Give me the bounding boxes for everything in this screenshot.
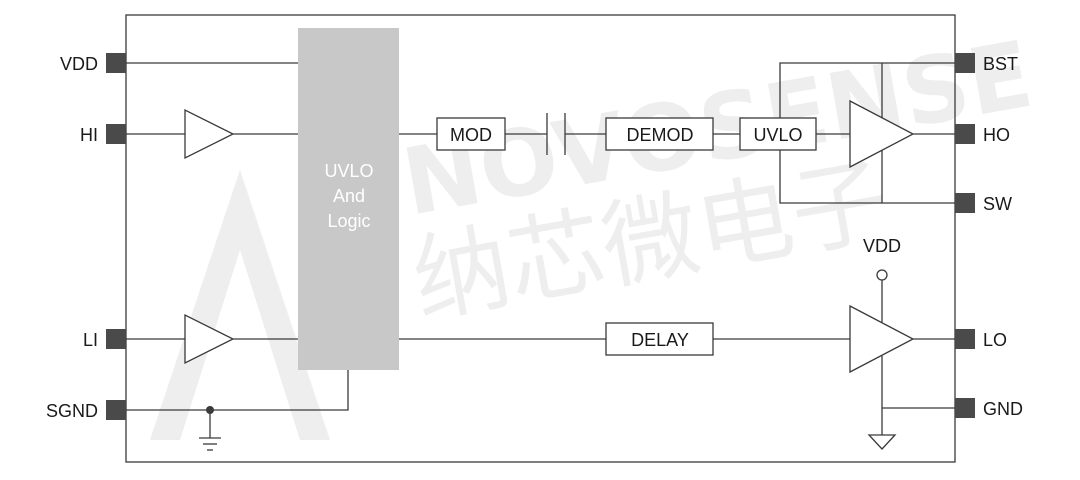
pin-bst: BST xyxy=(955,53,1018,74)
high-side-path: MOD DEMOD UVLO xyxy=(399,62,955,204)
lo-output-driver xyxy=(849,304,915,374)
pin-sgnd: SGND xyxy=(46,400,126,421)
pin-label-vdd: VDD xyxy=(60,54,98,74)
demod-label: DEMOD xyxy=(627,125,694,145)
pin-hi: HI xyxy=(80,124,126,145)
logic-label-line3: Logic xyxy=(327,211,370,231)
mod-label: MOD xyxy=(450,125,492,145)
pin-ho: HO xyxy=(955,124,1010,145)
pin-label-bst: BST xyxy=(983,54,1018,74)
left-wiring xyxy=(126,62,349,451)
delay-label: DELAY xyxy=(631,330,689,350)
uvlo-label: UVLO xyxy=(753,125,802,145)
uvlo-logic-rect xyxy=(298,28,399,370)
pin-lo: LO xyxy=(955,329,1007,350)
right-pins: BST HO SW LO GND xyxy=(955,53,1023,419)
low-side-path: DELAY VDD xyxy=(399,236,955,450)
delay-block xyxy=(605,322,714,356)
pin-label-hi: HI xyxy=(80,125,98,145)
gnd-ground-icon xyxy=(867,434,897,450)
pin-label-sgnd: SGND xyxy=(46,401,98,421)
logic-label-line2: And xyxy=(333,186,365,206)
pin-gnd: GND xyxy=(955,398,1023,419)
li-input-buffer xyxy=(184,313,235,365)
watermark-logo-icon xyxy=(150,170,330,440)
left-pins: VDD HI LI SGND xyxy=(46,53,126,421)
pin-label-gnd: GND xyxy=(983,399,1023,419)
package-outline xyxy=(125,14,956,463)
pin-label-li: LI xyxy=(83,330,98,350)
pin-sw: SW xyxy=(955,193,1012,214)
sgnd-ground-icon xyxy=(199,437,221,451)
pin-label-lo: LO xyxy=(983,330,1007,350)
pin-label-sw: SW xyxy=(983,194,1012,214)
uvlo-logic-block: UVLO And Logic xyxy=(298,28,399,370)
mod-block xyxy=(436,117,506,151)
lo-supply-label: VDD xyxy=(863,236,901,256)
demod-block xyxy=(605,117,714,151)
lo-supply-terminal-icon xyxy=(876,269,888,281)
pin-label-ho: HO xyxy=(983,125,1010,145)
hi-input-buffer xyxy=(184,108,235,160)
pin-vdd: VDD xyxy=(60,53,126,74)
ho-output-driver xyxy=(849,99,915,169)
watermark: NOVOSENSE 纳芯微电子 xyxy=(150,21,1040,440)
logic-label-line1: UVLO xyxy=(324,161,373,181)
pin-li: LI xyxy=(83,329,126,350)
